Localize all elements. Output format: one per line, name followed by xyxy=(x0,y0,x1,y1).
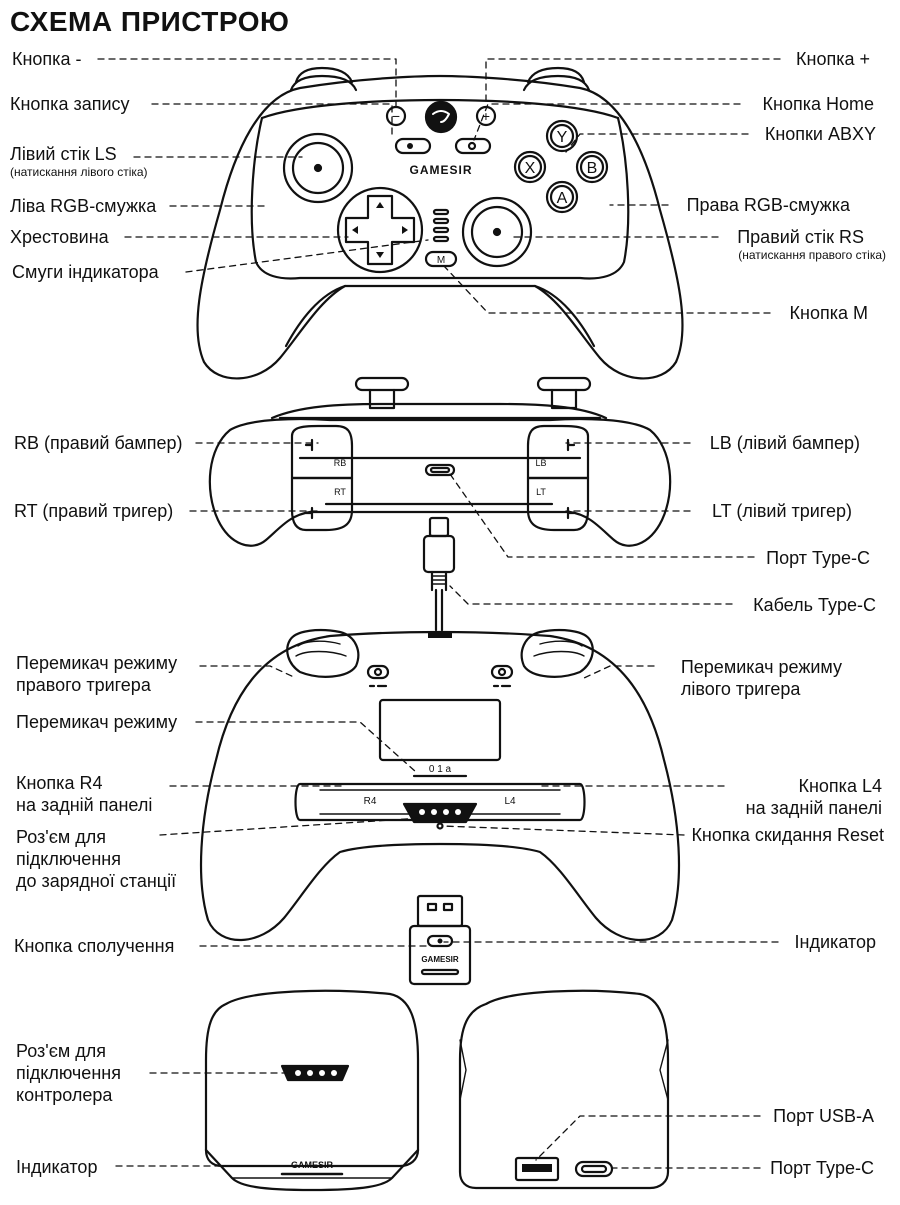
label-dock-indicator: Індикатор xyxy=(16,1157,98,1177)
controller-front-view: − + GAMESIR M Y X B A xyxy=(196,66,684,380)
label-mode-switch: Перемикач режиму xyxy=(16,712,178,732)
label-dock-type-c-port: Порт Type-C xyxy=(770,1158,874,1178)
a-mark: A xyxy=(557,190,568,207)
label-left-rgb-strip: Ліва RGB-смужка xyxy=(10,196,157,216)
rb-mark: RB xyxy=(334,458,347,468)
mode-switch-mark: 0 1 a xyxy=(429,764,452,775)
label-dongle-indicator: Індикатор xyxy=(794,932,876,952)
label-rb: RB (правий бампер) xyxy=(14,433,183,453)
label-abxy-buttons: Кнопки ABXY xyxy=(764,124,876,144)
r4-mark: R4 xyxy=(364,796,377,807)
l4-mark: L4 xyxy=(504,796,516,807)
m-mark: M xyxy=(437,255,445,266)
brand-logo-dock: GAMESIR xyxy=(291,1160,334,1170)
label-m-button: Кнопка M xyxy=(789,303,868,323)
label-rt: RT (правий тригер) xyxy=(14,501,174,521)
label-type-c-cable: Кабель Type-C xyxy=(753,595,876,615)
brand-logo-dongle: GAMESIR xyxy=(421,955,459,964)
usb-dongle: GAMESIR xyxy=(408,894,472,986)
lt-mark: LT xyxy=(536,487,546,497)
label-plus-button: Кнопка + xyxy=(796,49,870,69)
rt-mark: RT xyxy=(334,487,346,497)
label-usb-a-port: Порт USB-A xyxy=(773,1106,874,1126)
label-pair-button: Кнопка сполучення xyxy=(14,936,175,956)
label-left-stick-main: Лівий стік LS xyxy=(10,144,117,164)
controller-top-view: RB RT LB LT xyxy=(208,376,672,632)
label-l4-button: Кнопка L4 на задній панелі xyxy=(745,776,882,818)
page-title: СХЕМА ПРИСТРОЮ xyxy=(10,6,290,37)
minus-mark: − xyxy=(392,108,400,124)
label-type-c-port: Порт Type-C xyxy=(766,548,870,568)
plus-mark: + xyxy=(482,108,490,124)
label-right-rgb-strip: Права RGB-смужка xyxy=(686,195,850,215)
x-mark: X xyxy=(525,160,536,177)
b-mark: B xyxy=(587,160,598,177)
label-record-button: Кнопка запису xyxy=(10,94,130,114)
label-minus-button: Кнопка - xyxy=(12,49,82,69)
label-left-trigger-switch: Перемикач режиму лівого тригера xyxy=(680,657,842,699)
label-indicator-strips: Смуги індикатора xyxy=(12,262,159,282)
label-r4-button: Кнопка R4 на задній панелі xyxy=(16,773,153,815)
label-dpad: Хрестовина xyxy=(10,227,109,247)
label-lt: LT (лівий тригер) xyxy=(711,501,852,521)
charging-dock-front: GAMESIR xyxy=(204,989,420,1192)
leader-lines xyxy=(97,58,781,1169)
label-charging-connector: Роз'єм для підключення до зарядної станц… xyxy=(16,827,177,891)
label-left-stick-note: (натискання лівого стіка) xyxy=(10,165,148,179)
label-right-stick-note: (натискання правого стіка) xyxy=(738,248,886,262)
label-right-stick-main: Правий стік RS xyxy=(737,227,864,247)
lb-mark: LB xyxy=(535,458,546,468)
label-right-stick: Правий стік RS (натискання правого стіка… xyxy=(737,226,886,262)
label-home-button: Кнопка Home xyxy=(762,94,874,114)
label-right-trigger-switch: Перемикач режиму правого тригера xyxy=(16,653,178,695)
label-controller-connector: Роз'єм для підключення контролера xyxy=(16,1041,121,1105)
charging-dock-back xyxy=(458,989,670,1190)
label-reset-button: Кнопка скидання Reset xyxy=(691,825,884,845)
brand-logo-front: GAMESIR xyxy=(409,163,472,177)
y-mark: Y xyxy=(557,129,568,146)
controller-back-view: 0 1 a R4 L4 xyxy=(199,629,681,942)
label-left-stick: Лівий стік LS (натискання лівого стіка) xyxy=(10,143,148,179)
label-lb: LB (лівий бампер) xyxy=(709,433,860,453)
